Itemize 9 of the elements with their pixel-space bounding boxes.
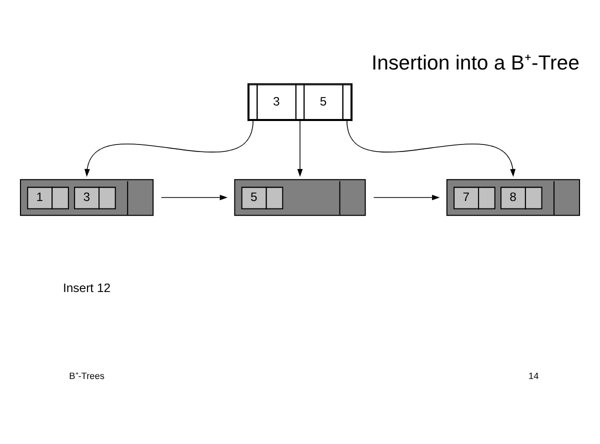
label: B⁺-Trees — [69, 370, 104, 381]
label: 14 — [528, 370, 539, 381]
arrow — [160, 194, 228, 200]
arrow — [373, 194, 440, 200]
arrow — [84, 120, 254, 177]
diagram-title: Insertion into a B⁺-Tree — [371, 52, 580, 74]
arrow — [297, 120, 303, 177]
arrow — [346, 120, 516, 177]
label: Insert 12 — [62, 280, 111, 295]
